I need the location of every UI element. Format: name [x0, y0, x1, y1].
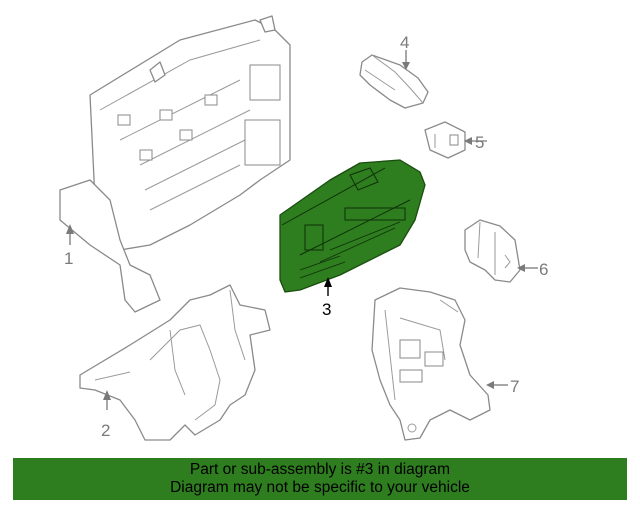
- part-2-bracket[interactable]: [79, 284, 271, 441]
- banner-line-2: Diagram may not be specific to your vehi…: [170, 479, 470, 496]
- callout-3: 3: [322, 277, 332, 319]
- callout-label-1: 1: [64, 249, 73, 268]
- part-1-junction-box[interactable]: [59, 15, 291, 313]
- banner-line-1: Part or sub-assembly is #3 in diagram: [189, 461, 451, 478]
- part-7-holder[interactable]: [371, 287, 491, 441]
- parts-diagram: 1 2 3 4: [59, 15, 548, 441]
- callout-7: 7: [486, 377, 519, 396]
- callout-label-2: 2: [101, 421, 110, 440]
- part-6-connector[interactable]: [464, 219, 521, 283]
- part-4-cover[interactable]: [359, 54, 429, 109]
- part-5-relay[interactable]: [424, 121, 466, 159]
- callout-2: 2: [101, 390, 111, 440]
- callout-label-5: 5: [475, 133, 484, 152]
- callout-4: 4: [400, 33, 410, 70]
- callout-label-7: 7: [510, 377, 519, 396]
- part-3-module-highlighted[interactable]: [279, 159, 426, 293]
- callout-label-6: 6: [539, 260, 548, 279]
- callout-label-4: 4: [400, 33, 409, 52]
- callout-6: 6: [517, 260, 548, 279]
- callout-label-3: 3: [322, 300, 331, 319]
- part-info-banner: Part or sub-assembly is #3 in diagram Di…: [13, 458, 627, 500]
- callout-5: 5: [464, 133, 487, 152]
- callout-1: 1: [64, 224, 74, 268]
